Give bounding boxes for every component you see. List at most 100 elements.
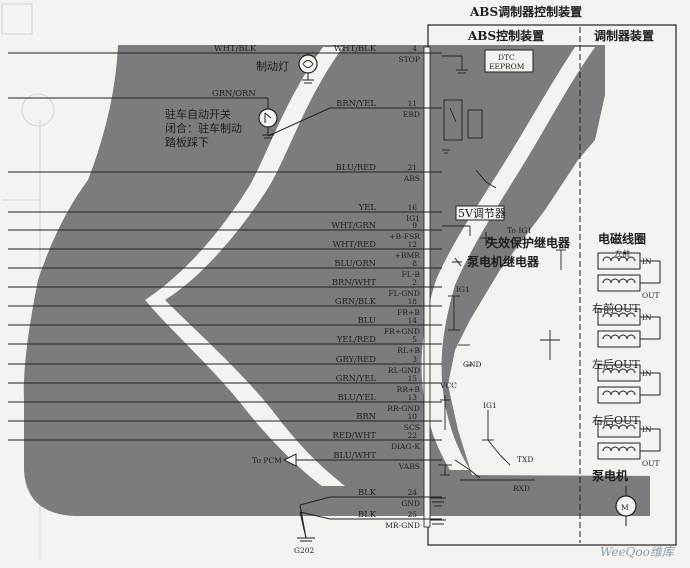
pump-motor-icon: M (615, 486, 637, 526)
regulator-5v-label: 5V调节器 (458, 207, 506, 220)
wire-color-label: BLK (358, 487, 377, 497)
diagram-title: ABS调制器控制装置 (469, 4, 582, 19)
wire-color-label: BRN/YEL (336, 98, 376, 108)
solenoid-unit: 左前 IN OUT (597, 248, 661, 300)
pin-number: 18 (408, 297, 418, 306)
coil-winding-icon (602, 334, 636, 340)
pin-signal-label: FR+B (397, 308, 420, 317)
to-pcm-label: To PCM (252, 456, 282, 465)
wire-color-label: BLU/YEL (338, 392, 377, 402)
dtc-eeprom-box (484, 49, 534, 73)
solenoid-port-label: IN (642, 369, 652, 378)
eeprom-label: EEPROM (489, 62, 525, 71)
wire-color-label: BLU (358, 315, 376, 325)
pin-number: 12 (408, 240, 417, 249)
modulator-unit-label: 调制器装置 (594, 28, 654, 43)
coil-winding-icon (602, 368, 636, 374)
pin-number: 24 (408, 488, 418, 497)
pin-number: 5 (412, 335, 417, 344)
rxd-label: RXD (513, 484, 530, 493)
wire-row: YEL/RED 5RL+B (8, 334, 442, 355)
pump-motor-relay-icon (452, 257, 462, 267)
pin-number: 4 (412, 44, 417, 53)
pin-number: 11 (408, 99, 417, 108)
ground-g202-label: G202 (294, 546, 315, 555)
wire-color-label: GRN/BLK (335, 296, 377, 306)
pin-number: 13 (408, 393, 418, 402)
fail-safe-relay-icon (480, 232, 492, 246)
wire-color-label: YEL/RED (336, 334, 376, 344)
wire-color-label: WHT/BLK (334, 43, 377, 53)
regulator-5v-box (455, 205, 505, 221)
solenoid-port-label: IN (642, 257, 652, 266)
solenoid-port-label: OUT (642, 291, 659, 300)
pin-signal-label: STOP (398, 55, 420, 64)
wire-color-label: BLK (358, 509, 377, 519)
pin-signal-label: RL-GND (388, 366, 420, 375)
pin-signal-label: RR+B (397, 385, 421, 394)
pin-signal-label: FL-GND (388, 289, 420, 298)
pin-number: 3 (412, 355, 417, 364)
wire-color-label: WHT/GRN (331, 220, 376, 230)
wire-color-label: BLU/ORN (334, 258, 376, 268)
coil-winding-icon (602, 278, 636, 284)
parking-switch-line-2: 闭合：驻车制动 (165, 121, 242, 135)
wire-color-label: BLU/RED (336, 162, 377, 172)
coil-winding-icon (602, 446, 636, 452)
wire-color-label: WHT/RED (333, 239, 377, 249)
parking-switch-icon (258, 100, 278, 139)
solenoid-label: 左前 (615, 248, 630, 258)
fail-safe-relay-label: 失效保护继电器 (486, 235, 571, 250)
to-pcm-arrow-icon (282, 453, 330, 467)
svg-text:M: M (621, 503, 629, 512)
coil-winding-icon (602, 390, 636, 396)
pin-signal-label: FR+GND (384, 327, 420, 336)
brake-light-label: 制动灯 (256, 60, 289, 73)
txd-label: TXD (517, 455, 533, 464)
wire-color-label: BLU/WHT (333, 450, 376, 460)
wire-color-label: BRN (356, 411, 376, 421)
pin-signal-label: ABS (403, 174, 420, 183)
pump-motor-label: 泵电机 (592, 468, 628, 483)
solenoid-port-label: OUT (642, 459, 659, 468)
pin-number: 2 (412, 278, 417, 287)
coil-winding-icon (602, 312, 636, 318)
dtc-label: DTC (498, 53, 515, 62)
pin-signal-label: RR-GND (387, 404, 420, 413)
ecu-internal-symbols (438, 55, 566, 479)
pin-number: 21 (408, 163, 417, 172)
parking-switch-line-1: 驻车自动开关 (165, 107, 231, 121)
pin-number: 14 (408, 316, 418, 325)
pin-signal-label: DIAG-K (391, 442, 420, 451)
pin-number: 10 (408, 412, 418, 421)
wire-row: GRN/ORN (8, 88, 269, 100)
wire-color-label: YEL (358, 202, 377, 212)
pin-signal-label: GND (401, 499, 420, 508)
pin-signal-label: +B-FSR (389, 232, 420, 241)
coil-winding-icon (602, 256, 636, 262)
ig1-label-2: IG1 (483, 401, 497, 410)
gnd-label-internal: GND (463, 360, 482, 369)
solenoid-port-label: IN (642, 313, 652, 322)
pin-signal-label: EBD (403, 110, 420, 119)
watermark-logo: WeeQoo维库 (600, 545, 676, 559)
ecu-ground-symbols (430, 497, 446, 525)
abs-control-unit-label: ABS控制装置 (467, 28, 544, 43)
pin-signal-label: MR-GND (385, 521, 420, 530)
coil-winding-icon (602, 424, 636, 430)
pin-number: 15 (408, 374, 418, 383)
solenoid-coils-label: 电磁线圈 (598, 231, 646, 246)
pin-signal-label: RL+B (397, 346, 420, 355)
